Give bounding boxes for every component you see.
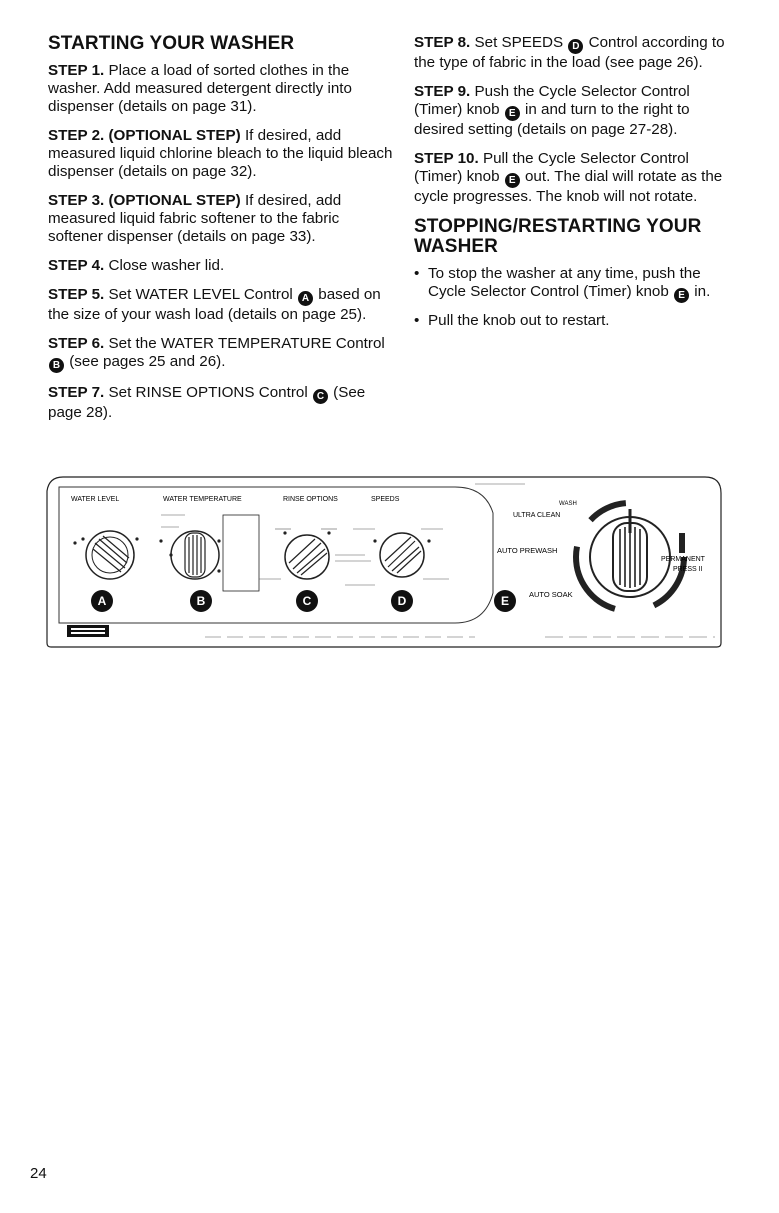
step-3: STEP 3. (OPTIONAL STEP) If desired, add … <box>48 192 342 245</box>
badge-d-icon: D <box>568 39 584 54</box>
auto-soak-label: AUTO SOAK <box>529 590 573 599</box>
svg-text:E: E <box>501 594 509 608</box>
svg-text:D: D <box>398 594 407 608</box>
wash-label: WASH <box>559 501 577 507</box>
water-level-label: WATER LEVEL <box>71 496 119 503</box>
svg-text:B: B <box>197 594 206 608</box>
list-item: To stop the washer at any time, push the… <box>414 265 732 303</box>
step-8: STEP 8. Set SPEEDS D Control according t… <box>414 34 725 71</box>
svg-text:C: C <box>303 594 312 608</box>
press-label: PRESS II <box>673 566 703 573</box>
step-10: STEP 10. Pull the Cycle Selector Control… <box>414 150 723 205</box>
speeds-knob[interactable] <box>373 532 431 578</box>
badge-e-icon: E <box>674 288 690 303</box>
water-level-knob[interactable] <box>73 530 139 580</box>
step-6: STEP 6. Set the WATER TEMPERATURE Contro… <box>48 335 385 373</box>
water-temp-label: WATER TEMPERATURE <box>163 496 242 503</box>
ultra-clean-label: ULTRA CLEAN <box>513 512 560 519</box>
callout-e-icon: E <box>494 590 516 612</box>
control-panel-illustration: WATER LEVEL WATER TEMPERATURE RINSE OPTI… <box>46 476 722 648</box>
section-heading-starting: STARTING YOUR WASHER <box>48 33 295 54</box>
section-heading-stopping: STOPPING/RESTARTING YOUR WASHER <box>414 216 702 257</box>
left-column: STARTING YOUR WASHER STEP 1. Place a loa… <box>48 34 393 433</box>
permanent-label: PERMANENT <box>661 556 706 563</box>
step-7: STEP 7. Set RINSE OPTIONS Control C (See… <box>48 384 366 421</box>
rinse-options-label: RINSE OPTIONS <box>283 496 338 503</box>
list-item: Pull the knob out to restart. <box>414 312 732 330</box>
callout-d-icon: D <box>391 590 413 612</box>
rinse-options-knob[interactable] <box>283 531 331 580</box>
svg-text:A: A <box>98 594 107 608</box>
right-column: STEP 8. Set SPEEDS D Control according t… <box>414 34 732 339</box>
badge-a-icon: A <box>298 291 314 306</box>
auto-prewash-label: AUTO PREWASH <box>497 546 557 555</box>
callout-c-icon: C <box>296 590 318 612</box>
cycle-selector-timer-knob[interactable] <box>573 500 687 614</box>
page-number: 24 <box>30 1165 47 1182</box>
badge-e-icon: E <box>504 173 520 188</box>
badge-c-icon: C <box>312 389 328 404</box>
step-5: STEP 5. Set WATER LEVEL Control A based … <box>48 286 381 323</box>
step-4: STEP 4. Close washer lid. <box>48 257 225 274</box>
step-9: STEP 9. Push the Cycle Selector Control … <box>414 83 690 138</box>
stopping-list: To stop the washer at any time, push the… <box>414 265 732 330</box>
step-1: STEP 1. Place a load of sorted clothes i… <box>48 62 352 115</box>
badge-b-icon: B <box>49 358 64 373</box>
step-2: STEP 2. (OPTIONAL STEP) If desired, add … <box>48 127 393 180</box>
callout-b-icon: B <box>190 590 212 612</box>
badge-e-icon: E <box>504 106 520 121</box>
brand-logo-icon <box>67 625 109 637</box>
speeds-label: SPEEDS <box>371 496 400 503</box>
callout-a-icon: A <box>91 590 113 612</box>
water-temperature-knob[interactable] <box>159 514 260 592</box>
